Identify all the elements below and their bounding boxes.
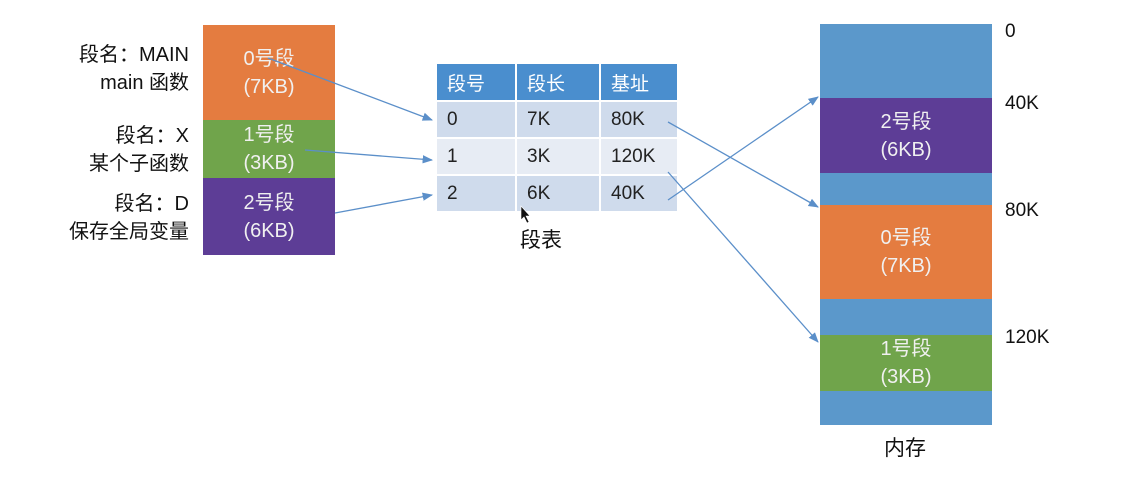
header-base-address: 基址: [599, 62, 679, 102]
address-label-0: 0: [1005, 21, 1016, 42]
address-label-120k: 120K: [1005, 327, 1050, 348]
table-cell: 40K: [599, 174, 679, 213]
segment-size: (3KB): [880, 366, 932, 388]
segment-size: (3KB): [243, 152, 295, 174]
memory-segment-0: 0号段 (7KB): [820, 205, 992, 299]
table-cell: 3K: [515, 137, 601, 176]
segment-label-main: 段名：MAIN main 函数: [79, 41, 189, 97]
segment-name: 段名：MAIN: [79, 44, 189, 66]
logical-segment-0: 0号段 (7KB): [203, 25, 335, 120]
table-cell: 0: [435, 100, 517, 139]
segment-table-caption: 段表: [520, 229, 562, 252]
table-cell: 80K: [599, 100, 679, 139]
header-segment-length: 段长: [515, 62, 601, 102]
segment-number: 1号段: [880, 338, 932, 360]
segment-name: 段名：D: [114, 193, 189, 215]
mouse-cursor-icon: [520, 205, 531, 224]
table-cell: 1: [435, 137, 517, 176]
table-cell: 2: [435, 174, 517, 213]
segment-desc: 保存全局变量: [69, 221, 189, 243]
segment-size: (7KB): [880, 255, 932, 277]
segment-desc: main 函数: [100, 72, 189, 94]
logical-segment-1: 1号段 (3KB): [203, 120, 335, 178]
segment-number: 2号段: [243, 191, 295, 214]
segment-size: (6KB): [880, 138, 932, 161]
arrow-table1-to-memory: [667, 171, 819, 343]
memory-caption: 内存: [884, 437, 926, 460]
table-row: 1 3K 120K: [435, 137, 679, 176]
arrow-table2-to-memory: [667, 96, 819, 201]
header-segment-number: 段号: [435, 62, 517, 102]
segment-number: 1号段: [243, 124, 295, 146]
segment-label-x: 段名：X 某个子函数: [89, 122, 189, 178]
address-label-80k: 80K: [1005, 200, 1039, 221]
memory-segment-1: 1号段 (3KB): [820, 335, 992, 391]
segment-number: 0号段: [880, 227, 932, 249]
segment-table: 段号 段长 基址 0 7K 80K 1 3K 120K 2 6K 40K: [435, 62, 679, 213]
segment-desc: 某个子函数: [89, 153, 189, 175]
arrow-seg2-to-table: [334, 192, 434, 214]
memory-block: 2号段 (6KB) 0号段 (7KB) 1号段 (3KB): [820, 24, 992, 425]
table-cell: 120K: [599, 137, 679, 176]
arrow-table0-to-memory: [667, 121, 819, 208]
arrow-seg1-to-table: [304, 149, 434, 164]
segment-size: (7KB): [243, 75, 295, 98]
address-label-40k: 40K: [1005, 93, 1039, 114]
memory-segment-2: 2号段 (6KB): [820, 98, 992, 173]
segment-number: 2号段: [880, 110, 932, 133]
segment-label-d: 段名：D 保存全局变量: [69, 190, 189, 246]
table-header-row: 段号 段长 基址: [435, 62, 679, 102]
table-row: 0 7K 80K: [435, 100, 679, 139]
segment-size: (6KB): [243, 219, 295, 242]
arrow-seg0-to-table: [267, 57, 433, 121]
table-cell: 6K: [515, 174, 601, 213]
table-row: 2 6K 40K: [435, 174, 679, 213]
table-cell: 7K: [515, 100, 601, 139]
segment-name: 段名：X: [115, 125, 189, 147]
logical-segment-2: 2号段 (6KB): [203, 178, 335, 255]
